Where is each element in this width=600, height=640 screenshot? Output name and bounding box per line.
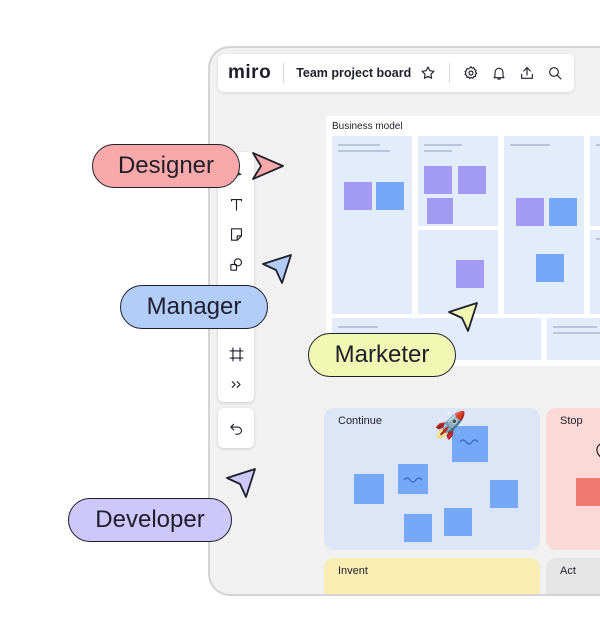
divider [449,63,451,83]
sticky-note[interactable] [427,198,453,224]
continue-section[interactable]: Continue [324,408,540,550]
doodle-icon [596,443,600,458]
text-icon[interactable] [226,194,246,214]
sticky-note[interactable] [424,166,452,194]
placeholder-text [510,144,550,146]
star-icon[interactable] [419,64,437,82]
sticky-note[interactable] [458,166,486,194]
board-title[interactable]: Team project board [296,66,412,80]
placeholder-text [338,144,380,146]
act-section[interactable]: Act [546,558,600,594]
bm-cell-revenue-streams [547,318,600,360]
undo-icon[interactable] [226,418,246,438]
bm-cell-channels [590,230,600,314]
sticky-note[interactable] [404,514,432,542]
search-icon[interactable] [546,64,564,82]
sticky-note[interactable] [444,508,472,536]
placeholder-text [424,150,452,152]
bell-icon[interactable] [490,64,508,82]
invent-section-label: Invent [338,565,368,577]
business-model-title: Business model [332,121,403,132]
stop-section-label: Stop [560,415,583,427]
undo-palette [218,408,254,448]
cursor-manager-icon [262,254,292,284]
placeholder-text [553,326,597,328]
frame-icon[interactable] [226,344,246,364]
sticky-note[interactable] [536,254,564,282]
cursor-marketer-icon [448,302,478,332]
placeholder-text [596,144,600,146]
act-section-label: Act [560,565,576,577]
sticky-note[interactable] [344,182,372,210]
board-device-frame: Business model Continue [208,46,600,596]
sticky-note[interactable] [516,198,544,226]
sticky-note[interactable] [398,464,428,494]
cursor-developer-icon [226,468,256,498]
board-topbar: miro Team project board [218,54,574,92]
upload-icon[interactable] [518,64,536,82]
collaborator-label-marketer: Marketer [308,333,456,377]
sticky-note[interactable] [576,478,600,506]
stop-section[interactable]: Stop [546,408,600,550]
bm-cell-customer-relationships [590,136,600,226]
placeholder-text [553,332,600,334]
tool-palette [218,152,254,402]
more-tools-icon[interactable] [226,374,246,394]
placeholder-text [424,144,462,146]
collaborator-label-designer: Designer [92,144,240,188]
continue-section-label: Continue [338,415,383,427]
cursor-designer-icon [252,152,284,180]
sticky-note[interactable] [456,260,484,288]
gear-icon[interactable] [462,64,480,82]
sticky-note[interactable] [452,426,488,462]
bm-cell-key-partners [332,136,412,314]
placeholder-text [338,326,378,328]
sticky-note[interactable] [490,480,518,508]
placeholder-text [338,150,390,152]
sticky-note[interactable] [549,198,577,226]
invent-section[interactable]: Invent [324,558,540,594]
sticky-note[interactable] [354,474,384,504]
shapes-icon[interactable] [226,254,246,274]
divider [283,63,285,83]
collaborator-label-manager: Manager [120,285,268,329]
rocket-icon: 🚀 [434,410,467,440]
sticky-note[interactable] [376,182,404,210]
sticky-note-icon[interactable] [226,224,246,244]
placeholder-text [596,238,600,240]
miro-logo: miro [228,62,272,83]
collaborator-label-developer: Developer [68,498,232,542]
